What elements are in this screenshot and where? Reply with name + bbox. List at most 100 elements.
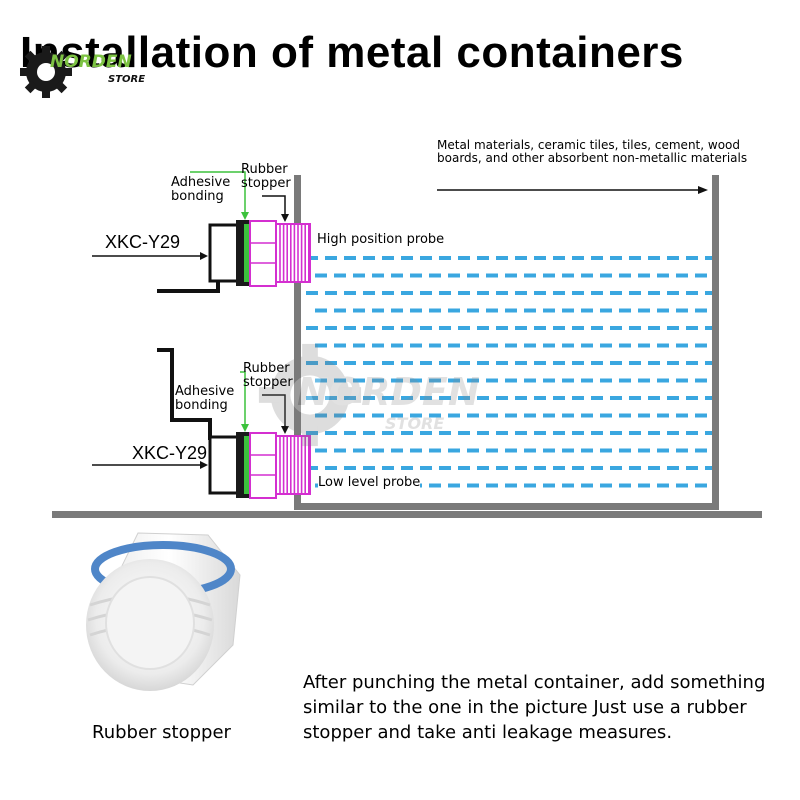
- water-dash: [306, 431, 318, 435]
- water-dash: [524, 343, 536, 348]
- top-sensor-model: XKC-Y29: [105, 232, 181, 252]
- water-dash: [686, 326, 698, 330]
- water-dash: [619, 343, 631, 348]
- water-dash: [315, 413, 327, 418]
- water-dash: [581, 413, 593, 418]
- water-dash: [429, 413, 441, 418]
- container-right-wall: [712, 175, 719, 510]
- water-dash: [619, 483, 631, 488]
- high-probe-label: High position probe: [317, 232, 445, 247]
- water-dash: [648, 431, 660, 435]
- water-dash: [581, 483, 593, 488]
- water-dash: [610, 291, 622, 295]
- water-dash: [439, 256, 451, 260]
- water-dash: [496, 396, 508, 400]
- stopper-caption: Rubber stopper: [92, 722, 231, 743]
- water-dash: [344, 291, 356, 295]
- water-dash: [686, 361, 698, 365]
- water-dash: [363, 361, 375, 365]
- water-dash: [591, 466, 603, 470]
- water-dash: [572, 466, 584, 470]
- water-dash: [325, 466, 337, 470]
- water-dash: [306, 466, 318, 470]
- water-dash: [686, 431, 698, 435]
- rubber-stopper-photo: [86, 532, 241, 691]
- water-dash: [429, 343, 441, 348]
- water-dash: [410, 273, 422, 278]
- top-nut: [249, 220, 277, 287]
- water-dash: [562, 483, 574, 488]
- water-dash: [363, 326, 375, 330]
- water-dash: [553, 431, 565, 435]
- water-dash: [638, 378, 650, 383]
- water-dash: [648, 396, 660, 400]
- water-level: [306, 256, 717, 488]
- water-dash: [534, 291, 546, 295]
- water-dash: [496, 466, 508, 470]
- water-dash: [705, 291, 717, 295]
- water-dash: [695, 273, 707, 278]
- water-dash: [610, 466, 622, 470]
- water-dash: [543, 308, 555, 313]
- low-probe-label: Low level probe: [318, 475, 421, 490]
- water-dash: [543, 378, 555, 383]
- water-dash: [315, 378, 327, 383]
- water-dash: [505, 483, 517, 488]
- water-dash: [581, 378, 593, 383]
- water-dash: [534, 256, 546, 260]
- water-dash: [629, 396, 641, 400]
- water-dash: [439, 466, 451, 470]
- water-dash: [363, 256, 375, 260]
- water-dash: [448, 413, 460, 418]
- water-dash: [505, 413, 517, 418]
- water-dash: [543, 413, 555, 418]
- water-dash: [657, 378, 669, 383]
- water-dash: [496, 256, 508, 260]
- water-dash: [534, 466, 546, 470]
- water-dash: [638, 413, 650, 418]
- water-dash: [429, 308, 441, 313]
- water-dash: [610, 396, 622, 400]
- water-dash: [676, 343, 688, 348]
- water-dash: [543, 483, 555, 488]
- water-dash: [420, 396, 432, 400]
- water-dash: [477, 361, 489, 365]
- bottom-nut: [249, 432, 277, 499]
- water-dash: [591, 396, 603, 400]
- water-dash: [515, 291, 527, 295]
- bottom-sensor-model: XKC-Y29: [132, 443, 208, 463]
- water-dash: [334, 378, 346, 383]
- water-dash: [562, 448, 574, 453]
- water-dash: [439, 361, 451, 365]
- water-dash: [695, 448, 707, 453]
- water-dash: [686, 396, 698, 400]
- water-dash: [410, 308, 422, 313]
- water-dash: [448, 273, 460, 278]
- water-dash: [505, 273, 517, 278]
- water-dash: [667, 256, 679, 260]
- water-dash: [391, 378, 403, 383]
- water-dash: [543, 273, 555, 278]
- water-dash: [534, 396, 546, 400]
- water-dash: [524, 308, 536, 313]
- water-dash: [524, 448, 536, 453]
- water-dash: [344, 361, 356, 365]
- water-dash: [562, 343, 574, 348]
- bottom-green-tab: [244, 436, 250, 494]
- water-dash: [524, 273, 536, 278]
- water-dash: [591, 361, 603, 365]
- water-dash: [448, 378, 460, 383]
- water-dash: [657, 308, 669, 313]
- water-dash: [410, 343, 422, 348]
- water-dash: [572, 361, 584, 365]
- water-dash: [401, 466, 413, 470]
- water-dash: [372, 448, 384, 453]
- top-sensor-assembly: [92, 171, 311, 293]
- water-dash: [572, 431, 584, 435]
- water-dash: [315, 308, 327, 313]
- water-dash: [372, 413, 384, 418]
- water-dash: [657, 273, 669, 278]
- water-dash: [325, 256, 337, 260]
- water-dash: [629, 291, 641, 295]
